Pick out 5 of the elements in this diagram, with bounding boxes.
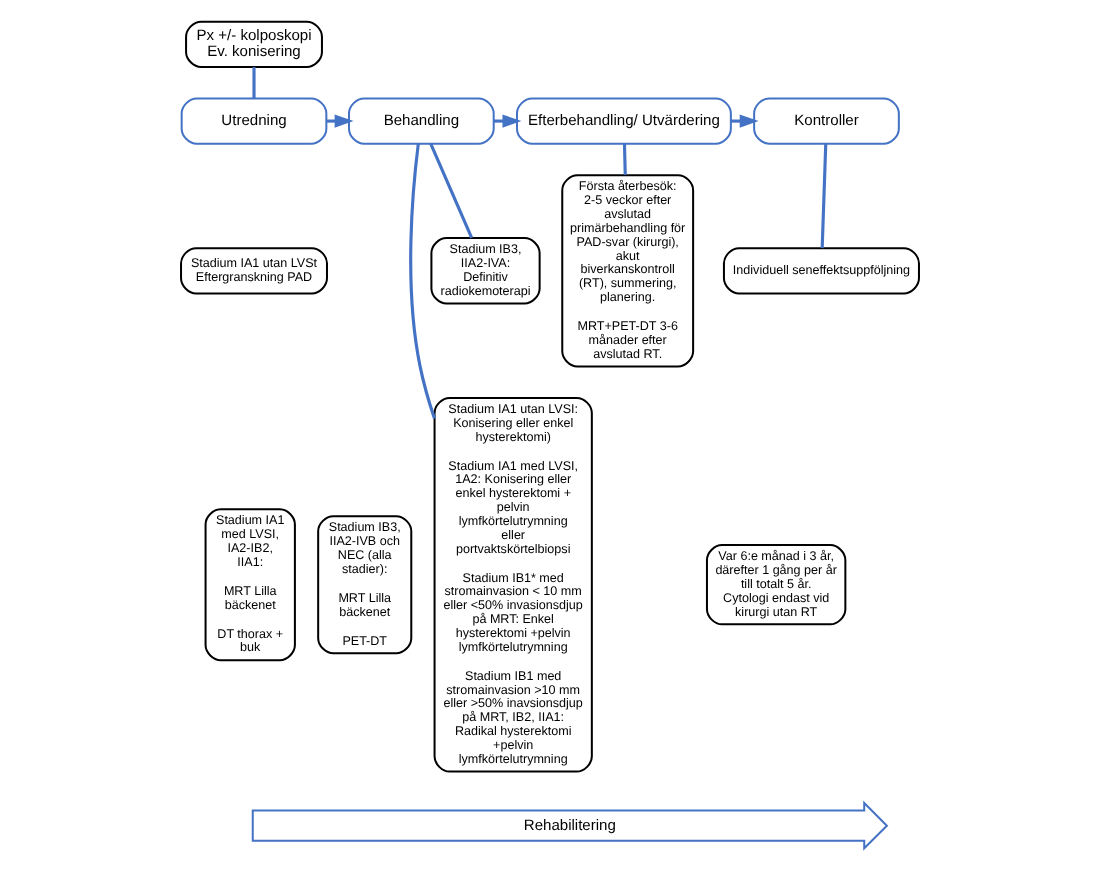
connector <box>409 143 436 420</box>
connector <box>820 143 828 249</box>
connector <box>622 143 627 175</box>
connector <box>429 143 474 239</box>
connector <box>252 67 256 99</box>
